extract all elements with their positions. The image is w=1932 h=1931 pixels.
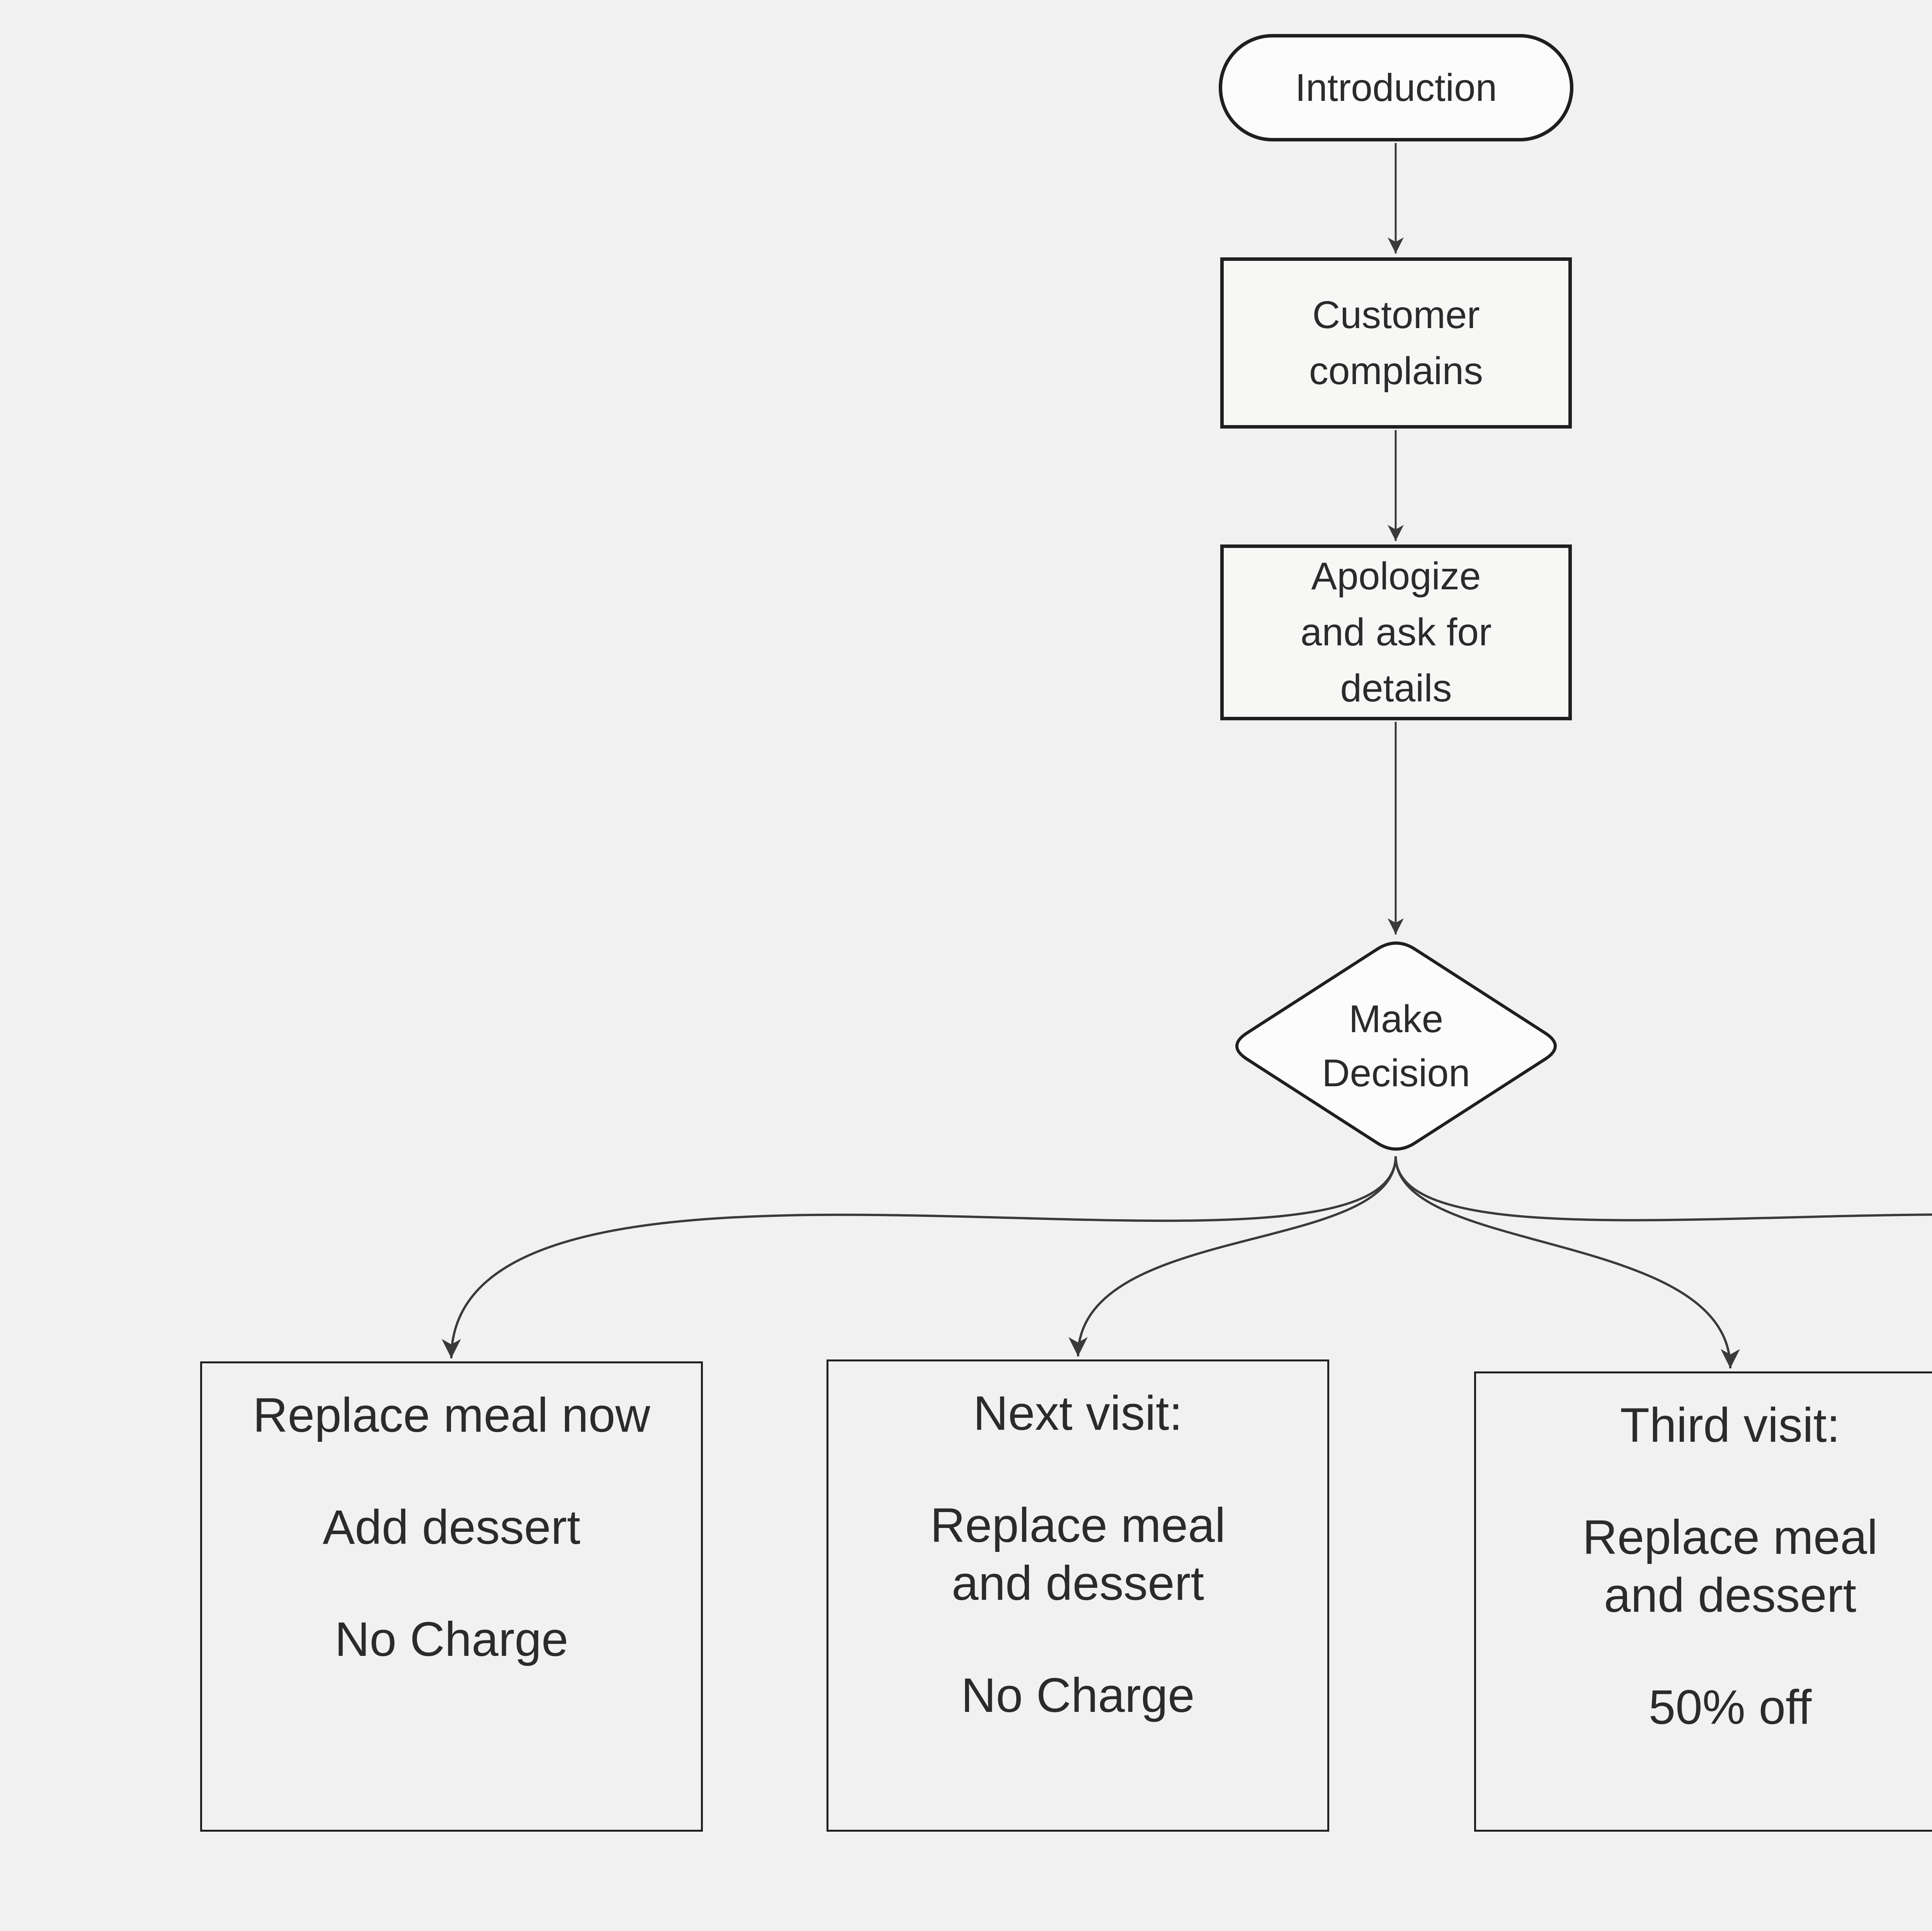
node-apologize-ask-details[interactable]: Apologize and ask for details [1220, 544, 1572, 720]
node-next-visit[interactable]: Next visit: Replace meal and dessert No … [827, 1359, 1329, 1832]
option2-line: No Charge [961, 1669, 1195, 1722]
option1-line: Add dessert [322, 1501, 581, 1554]
option2-line: Next visit: [973, 1387, 1183, 1440]
option3-line: Replace meal and dessert [1582, 1511, 1878, 1622]
option2-line: Replace meal and dessert [930, 1499, 1226, 1610]
node-customer-complains-label: Customer complains [1309, 293, 1483, 393]
node-introduction[interactable]: Introduction [1219, 34, 1573, 141]
decision-diamond-shape[interactable] [1235, 941, 1557, 1151]
edge-decision-to-option2 [1068, 1156, 1397, 1357]
node-third-visit[interactable]: Third visit: Replace meal and dessert 50… [1474, 1371, 1932, 1832]
edge-decision-to-option4 [1395, 1156, 1932, 1222]
node-replace-meal-now[interactable]: Replace meal now Add dessert No Charge [200, 1361, 703, 1832]
option1-line: No Charge [335, 1613, 568, 1666]
option3-line: Third visit: [1620, 1398, 1840, 1452]
option3-line: 50% off [1648, 1681, 1812, 1734]
node-customer-complains[interactable]: Customer complains [1220, 257, 1572, 429]
edge-decision-to-option3 [1395, 1156, 1740, 1369]
node-introduction-label: Introduction [1295, 66, 1497, 109]
option1-line: Replace meal now [253, 1388, 650, 1442]
edge-decision-to-option1 [442, 1156, 1397, 1359]
node-apologize-ask-details-label: Apologize and ask for details [1300, 555, 1492, 710]
node-make-decision-label: Make Decision [1322, 997, 1470, 1095]
node-make-decision[interactable]: Make Decision [1222, 937, 1570, 1155]
